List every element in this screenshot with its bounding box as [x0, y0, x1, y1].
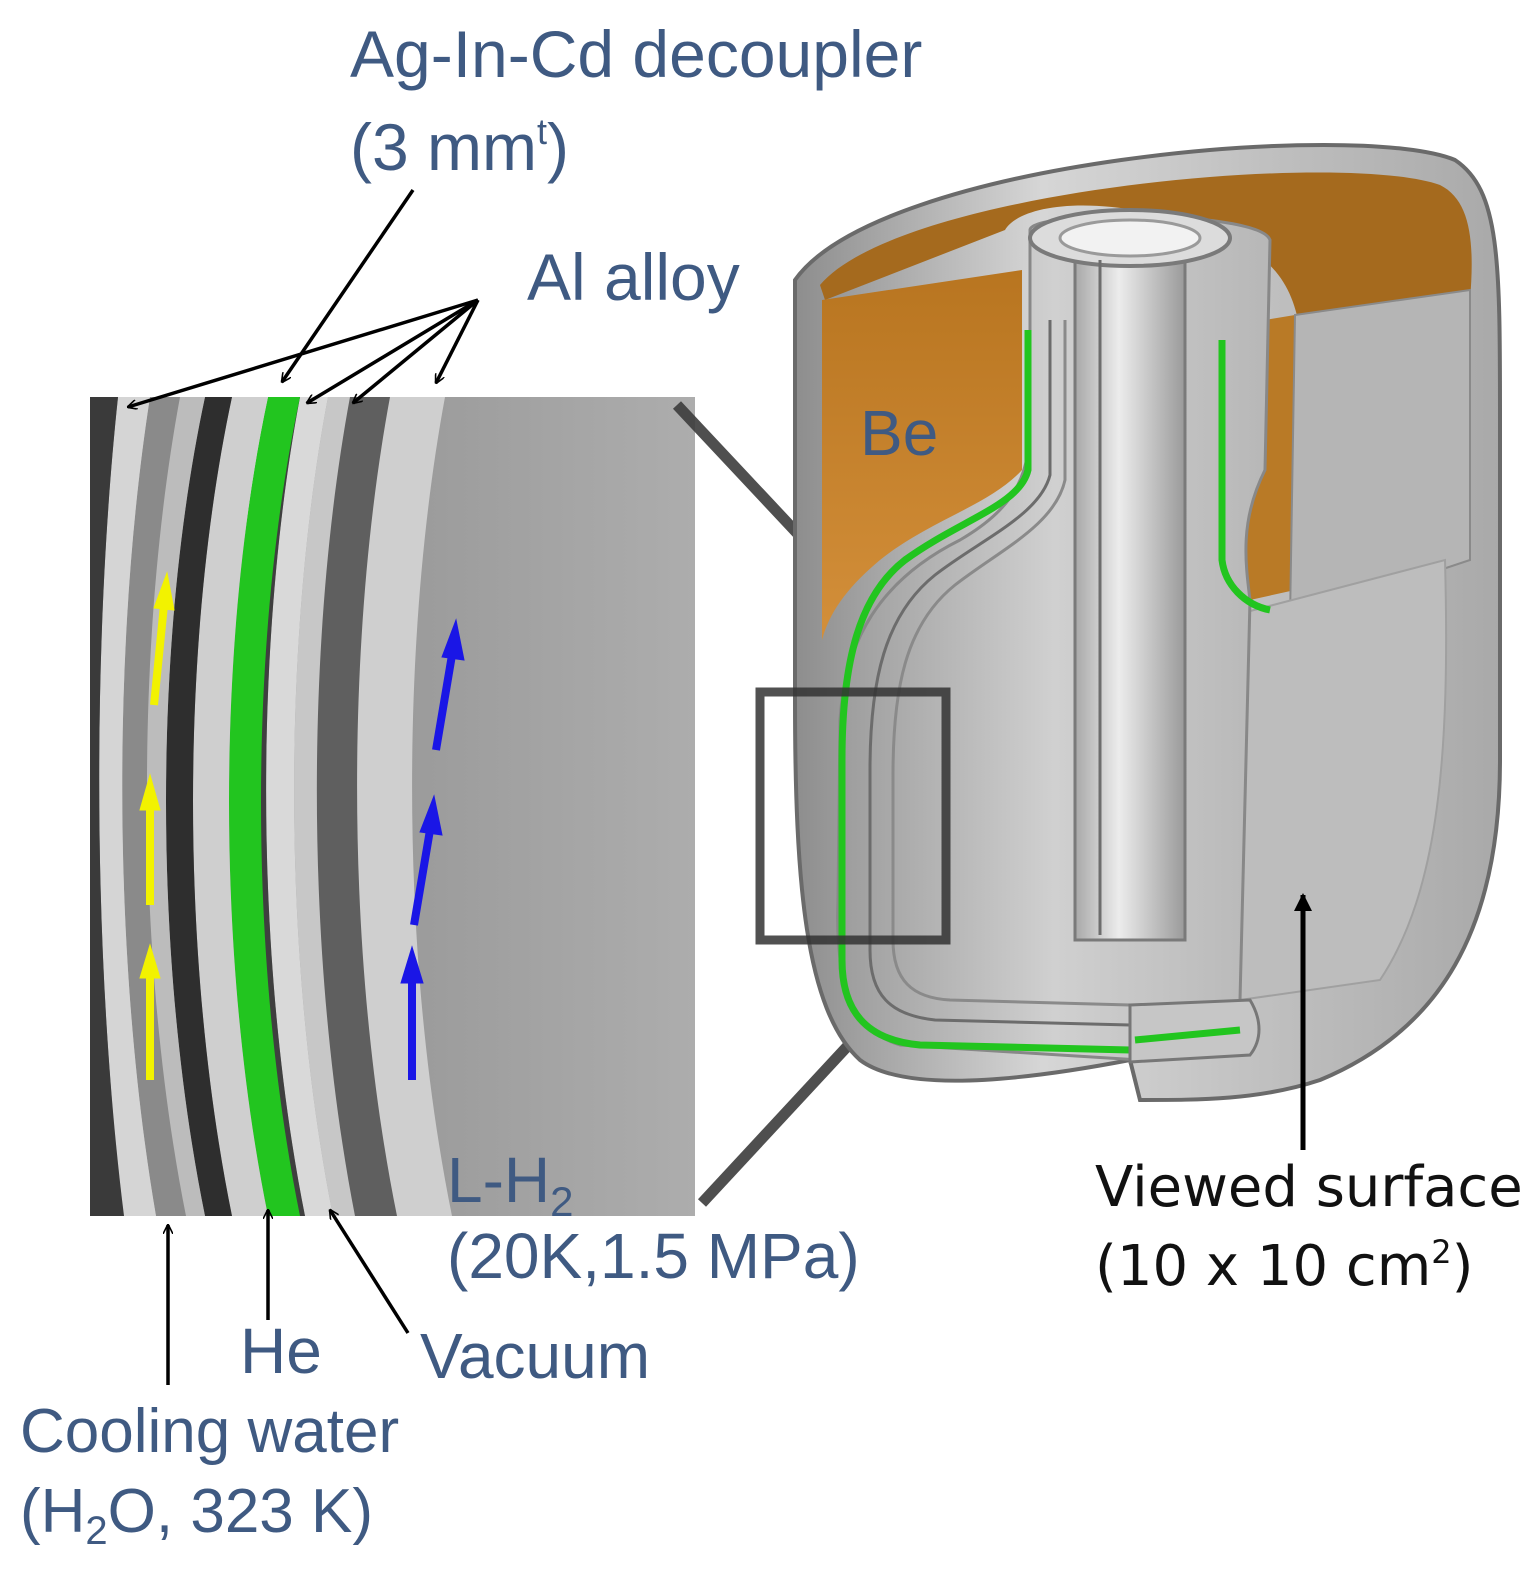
blue-flow-arrow-head [441, 618, 465, 661]
outer-dark-wall [90, 397, 124, 1216]
he-label: He [240, 1315, 322, 1387]
al-alloy-layer-1 [193, 397, 268, 1216]
inner-dark-wall [166, 397, 232, 1216]
vacuum-gap [310, 397, 397, 1216]
zoom-region-box [755, 687, 951, 945]
decoupler-thickness-label: (3 mmt) [350, 110, 569, 184]
central-pipe-top-inner [1058, 218, 1202, 258]
inner-shell-outline [868, 320, 1131, 1027]
annotation-arrows [128, 189, 1312, 1385]
ag-in-cd-decoupler-band [229, 397, 300, 1216]
al-alloy-label: Al alloy [527, 240, 740, 314]
vacuum-pointer [330, 1210, 410, 1334]
decoupler-layer-right [1218, 340, 1271, 614]
central-pipe [1073, 238, 1187, 942]
blue-flow-arrow-head [400, 945, 424, 984]
yellow-flow-arrow-head [139, 773, 161, 811]
al-alloy-outer-layer [99, 397, 156, 1216]
al-alloy-pointer [307, 298, 479, 405]
blue-flow-arrow [432, 654, 456, 751]
moderator-3d-cutaway [755, 143, 1502, 1103]
al-alloy-layer-3 [266, 397, 333, 1216]
decoupler-pointer [282, 189, 415, 382]
al-alloy-pointer [128, 298, 479, 407]
viewed-surface-panel [1233, 558, 1448, 1002]
al-alloy-vessel-wall [352, 397, 452, 1216]
beryllium-reflector-top [820, 172, 1472, 330]
h2o-label: (H2O, 323 K) [20, 1477, 373, 1553]
cooling-water-flow-arrows [139, 571, 175, 1080]
al-alloy-layer-4 [294, 397, 355, 1216]
blue-flow-arrow-head [419, 794, 443, 836]
vacuum-label: Vacuum [420, 1320, 650, 1392]
beryllium-label: Be [860, 397, 938, 469]
blue-flow-arrow [410, 829, 434, 926]
cooling-water-label: Cooling water [20, 1397, 399, 1466]
inner-shell-outline [891, 320, 1131, 1007]
cross-section-detail [90, 397, 695, 1216]
al-alloy-pointer [353, 298, 480, 403]
yellow-flow-arrow-head [153, 571, 175, 611]
cooling-water-inner-band [122, 397, 186, 1216]
lh2-conditions-label: (20K,1.5 MPa) [447, 1220, 860, 1292]
text-labels: Ag-In-Cd decoupler (3 mmt) Al alloy Be L… [20, 17, 1523, 1553]
viewed-surface-label: Viewed surface [1095, 1155, 1523, 1220]
lh2-label: L-H2 [447, 1144, 573, 1225]
bottom-outlet-decoupler [1134, 1026, 1241, 1044]
hydrogen-flow-arrows [400, 618, 465, 1080]
al-alloy-pointer [434, 299, 480, 383]
decoupler-label: Ag-In-Cd decoupler [350, 17, 922, 91]
shell-cut-face [1288, 288, 1471, 622]
beryllium-reflector-side [822, 270, 1022, 640]
yellow-flow-arrow [150, 604, 168, 706]
yellow-flow-arrow-head [139, 943, 161, 979]
viewed-area-label: (10 x 10 cm2) [1095, 1233, 1473, 1299]
